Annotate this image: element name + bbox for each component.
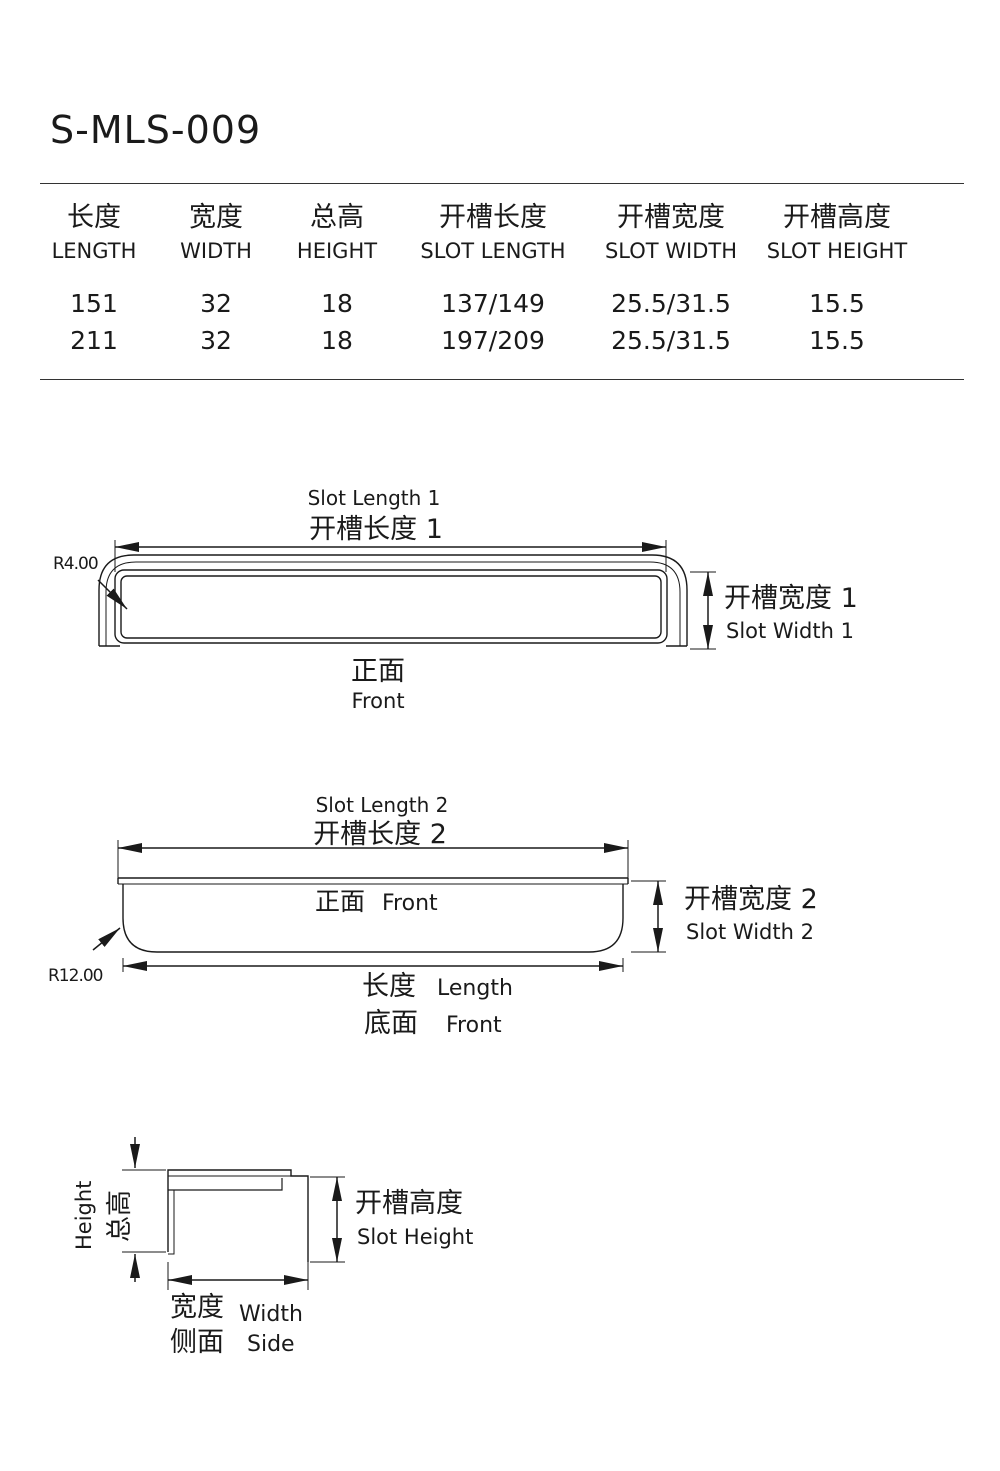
header-zh: 开槽宽度 [617,202,725,233]
table-cell: 25.5/31.5 [611,289,731,318]
front-view-2-inner-en: Front [382,891,438,916]
front-view-1: Slot Length 1 开槽长度 1 R4.00 开槽宽度 1 Slot W… [53,486,858,713]
header-en: HEIGHT [296,239,378,263]
slot-height-label-en: Slot Height [357,1225,473,1249]
inner-recess [120,575,662,639]
length-label-en: Length [437,976,513,1001]
inner-face [114,569,668,644]
front-view-2-caption-zh: 底面 [364,1008,418,1039]
header-zh: 长度 [66,202,121,233]
header-zh: 宽度 [189,202,243,233]
body-profile [122,884,624,953]
table-cell: 15.5 [809,326,865,355]
table-bottom-rule [40,379,964,380]
slot-width-1-label-zh: 开槽宽度 1 [724,583,858,614]
column-slot-width: 开槽宽度 SLOT WIDTH 25.5/31.5 25.5/31.5 [605,200,737,359]
column-width: 宽度 WIDTH 32 32 [180,200,252,359]
column-slot-height: 开槽高度 SLOT HEIGHT 15.5 15.5 [767,200,907,359]
width-label-zh: 宽度 [170,1292,224,1323]
header-en: WIDTH [180,239,252,263]
outer-profile-inner-edge [105,561,681,646]
side-view-caption-zh: 侧面 [170,1327,224,1358]
height-label-en: Height [72,1181,96,1250]
slot-length-2-label-zh: 开槽长度 2 [313,819,447,850]
table-cell: 211 [70,326,118,355]
table-cell: 15.5 [809,289,865,318]
front-view-2: Slot Length 2 开槽长度 2 正面 Front 开槽宽度 2 Slo… [48,793,818,1039]
radius-label-r4: R4.00 [53,554,98,574]
table-cell: 25.5/31.5 [611,326,731,355]
header-zh: 开槽高度 [783,202,891,233]
table-cell: 18 [321,289,353,318]
table-cell: 32 [200,289,232,318]
outer-profile [98,554,688,646]
width-label-en: Width [239,1302,303,1327]
column-height: 总高 HEIGHT 18 18 [297,200,377,359]
slot-height-label-zh: 开槽高度 [355,1188,463,1219]
header-zh: 开槽长度 [438,202,547,233]
side-profile [167,1169,309,1262]
table-cell: 151 [70,289,118,318]
length-label-zh: 长度 [362,971,416,1002]
table-cell: 197/209 [441,326,545,355]
slot-length-2-label-en: Slot Length 2 [316,793,449,817]
table-cell: 32 [200,326,232,355]
slot-width-1-label-en: Slot Width 1 [726,619,854,643]
front-view-1-caption-en: Front [351,689,404,713]
slot-length-1-label-en: Slot Length 1 [308,486,441,510]
column-length: 长度 LENGTH 151 211 [52,200,137,359]
table-top-rule [40,183,964,184]
slot-width-2-label-zh: 开槽宽度 2 [684,884,818,915]
radius-leader [92,927,121,951]
front-view-1-caption-zh: 正面 [351,656,405,687]
slot-width-2-label-en: Slot Width 2 [686,920,814,944]
header-en: SLOT WIDTH [604,239,738,263]
header-en: SLOT LENGTH [420,239,566,263]
radius-leader [97,579,128,610]
slot-length-1-label-zh: 开槽长度 1 [309,514,443,545]
side-inner-step [168,1178,283,1191]
side-view-caption-en: Side [247,1332,295,1357]
radius-label-r12: R12.00 [48,966,103,986]
side-view: Height 总高 开槽高度 Slot Height 宽度 Width 侧面 S… [72,1137,473,1358]
header-en: LENGTH [51,239,137,263]
height-label-zh: 总高 [105,1190,135,1242]
table-cell: 137/149 [441,289,545,318]
header-zh: 总高 [310,202,364,233]
header-en: SLOT HEIGHT [766,239,908,263]
column-slot-length: 开槽长度 SLOT LENGTH 137/149 197/209 [420,200,565,359]
front-view-2-inner-zh: 正面 [315,887,365,916]
table-cell: 18 [321,326,353,355]
front-view-2-caption-en: Front [446,1013,502,1038]
model-title: S-MLS-009 [50,108,262,152]
